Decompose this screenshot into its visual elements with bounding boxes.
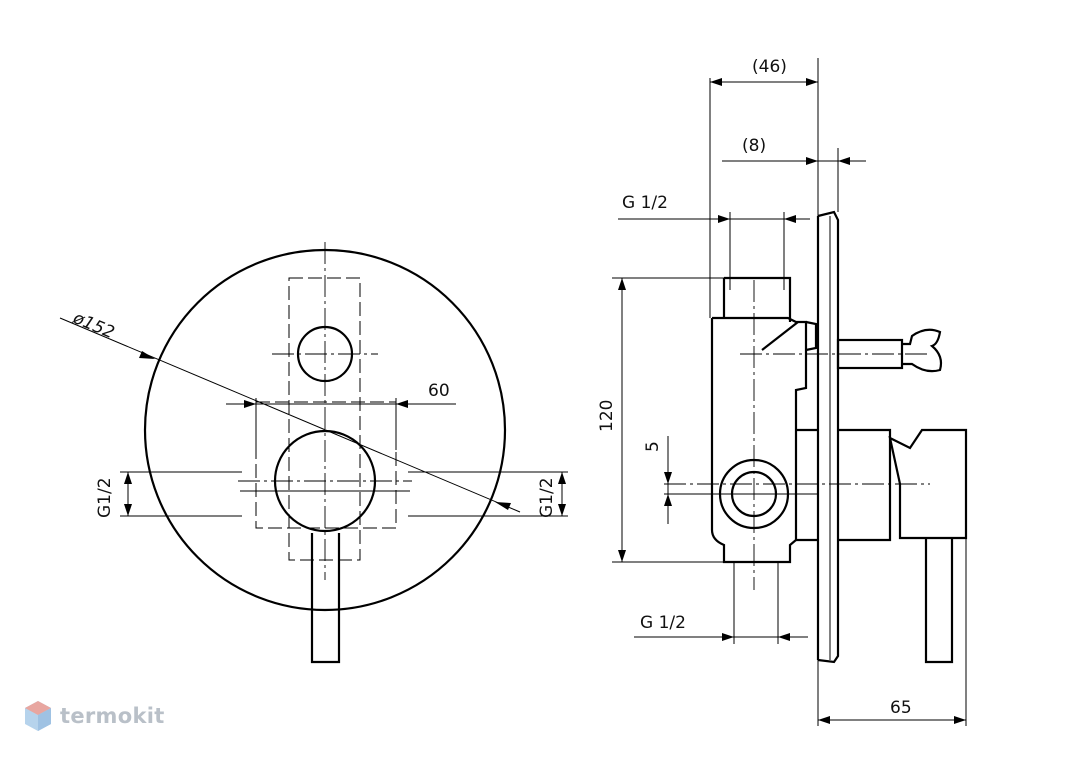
- overall-depth-arrow-right: [806, 78, 818, 86]
- wall-plate: [816, 210, 840, 664]
- bottom-thread-arrow-left: [722, 633, 734, 641]
- front-view: G1/2 G1/2 60 ø152: [59, 242, 568, 664]
- lever-handle: [310, 533, 341, 664]
- right-thread-label: G1/2: [537, 477, 557, 518]
- height-label: 120: [597, 400, 617, 432]
- projection-arrow-left: [818, 716, 830, 724]
- plate-depth-arrow-left: [806, 157, 818, 165]
- diameter-arrow-right: [495, 502, 511, 510]
- projection-label: 65: [890, 698, 912, 718]
- offset-arrow-bottom: [664, 494, 672, 506]
- diameter-arrow-left: [139, 351, 155, 359]
- top-thread-arrow-right: [784, 215, 796, 223]
- watermark-text: termokit: [60, 704, 165, 728]
- left-thread-arrow-top: [124, 472, 132, 484]
- plate-depth-label: (8): [742, 136, 766, 156]
- right-thread-arrow-top: [558, 472, 566, 484]
- projection-arrow-right: [954, 716, 966, 724]
- diameter-leader: [59, 317, 521, 513]
- width-arrow-right: [396, 400, 408, 408]
- top-thread-label: G 1/2: [622, 193, 668, 213]
- diverter-cross-handle: [902, 328, 943, 373]
- lever-base: [796, 428, 892, 542]
- height-arrow-bottom: [618, 550, 626, 562]
- top-inlet: [722, 276, 792, 322]
- termokit-hexagon-icon: [25, 701, 51, 731]
- offset-arrow-top: [664, 472, 672, 484]
- right-thread-arrow-bottom: [558, 504, 566, 516]
- watermark-logo: termokit: [24, 696, 165, 736]
- left-thread-label: G1/2: [95, 477, 115, 518]
- valve-body: [710, 316, 808, 564]
- top-thread-arrow-left: [718, 215, 730, 223]
- hidden-lower-body: [255, 401, 397, 529]
- plate-depth-arrow-right: [838, 157, 850, 165]
- width-label: 60: [428, 381, 450, 401]
- width-arrow-left: [244, 400, 256, 408]
- offset-label: 5: [643, 441, 663, 452]
- left-thread-arrow-bottom: [124, 504, 132, 516]
- height-arrow-top: [618, 278, 626, 290]
- diverter-housing: [805, 320, 818, 352]
- diverter-angled-face: [761, 321, 799, 351]
- diameter-label: ø152: [69, 308, 117, 343]
- overall-depth-label: (46): [752, 57, 787, 77]
- diverter-stem: [836, 338, 904, 370]
- lever-body: [888, 428, 968, 540]
- overall-depth-arrow-left: [710, 78, 722, 86]
- lever-handle-side: [924, 538, 954, 664]
- bottom-thread-label: G 1/2: [640, 613, 686, 633]
- side-view: (46) (8) G 1/2 120 5 G 1/2: [597, 57, 968, 726]
- bottom-thread-arrow-right: [778, 633, 790, 641]
- hidden-upper-body: [288, 277, 361, 561]
